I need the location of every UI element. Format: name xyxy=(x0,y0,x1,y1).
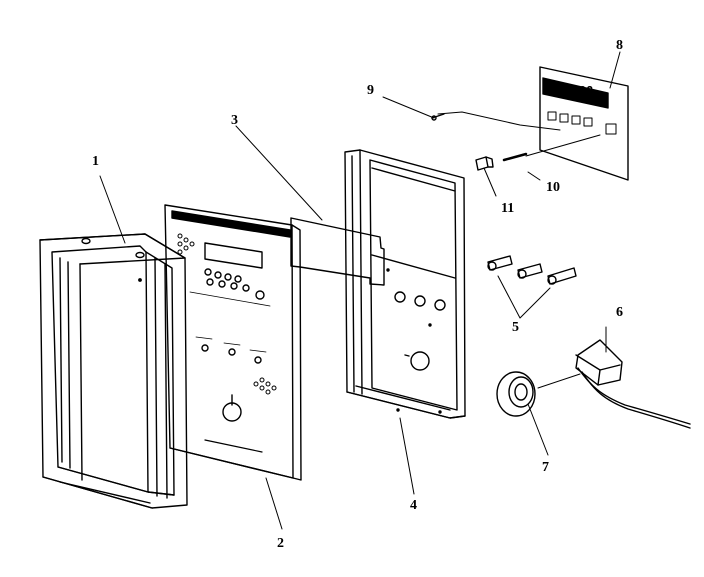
part-3-plate xyxy=(290,217,385,286)
part-2-control-panel xyxy=(164,204,302,481)
callout-8: 8 xyxy=(616,38,623,53)
callout-10: 10 xyxy=(546,180,560,195)
part-4-inner-chassis xyxy=(344,149,466,419)
leader-lines xyxy=(99,51,621,530)
callout-2: 2 xyxy=(277,536,284,551)
svg-text:8.8 88: 8.8 88 xyxy=(550,84,593,98)
callout-9: 9 xyxy=(367,83,374,98)
callouts: 1 2 3 4 5 6 7 8 9 10 11 xyxy=(92,38,623,551)
callout-11: 11 xyxy=(501,201,514,216)
callout-1: 1 xyxy=(92,154,99,169)
part-6-transformer xyxy=(575,339,691,429)
callout-6: 6 xyxy=(616,305,623,320)
callout-3: 3 xyxy=(231,113,238,128)
callout-5: 5 xyxy=(512,320,519,335)
part-10-pin xyxy=(502,152,528,162)
part-5-terminals xyxy=(487,255,577,285)
part-9-screw xyxy=(431,113,445,121)
part-1-outer-frame xyxy=(39,233,188,509)
part-11-connector xyxy=(475,156,494,171)
callout-4: 4 xyxy=(410,498,417,513)
part-7-knob xyxy=(496,371,536,417)
callout-7: 7 xyxy=(542,460,549,475)
part-8-circuit-board: 8.8 88 xyxy=(539,66,629,181)
